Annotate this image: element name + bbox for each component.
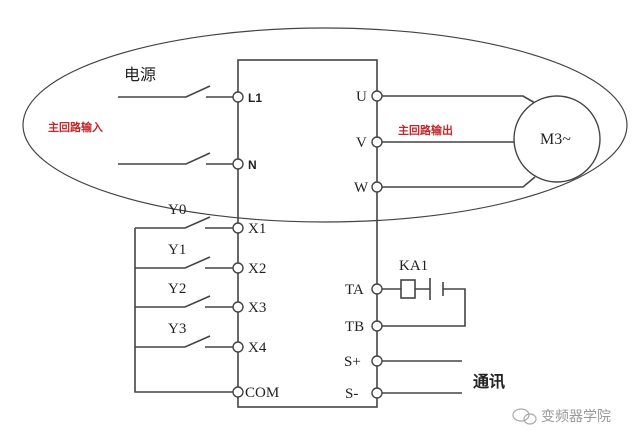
- switch-y2-label: Y2: [168, 281, 186, 297]
- supply-switch-n: [118, 152, 238, 165]
- com-bus-wire: [134, 228, 238, 393]
- right-terminals: [371, 90, 383, 399]
- input-switch-y3: [135, 335, 238, 348]
- terminal-l1-label: L1: [248, 91, 262, 105]
- terminal-s-plus-label: S+: [344, 354, 361, 370]
- motor-label: M3~: [540, 131, 571, 148]
- watermark-text: 变频器学院: [541, 409, 611, 425]
- power-source-label: 电源: [124, 65, 156, 84]
- terminal-n-label: N: [248, 158, 257, 172]
- main-output-label: 主回路输出: [398, 123, 453, 137]
- wechat-icon: [512, 408, 537, 425]
- terminal-x3-label: X3: [248, 300, 266, 316]
- main-circuit-ellipse: [22, 27, 628, 223]
- communication-label: 通讯: [473, 372, 505, 391]
- switch-y0-label: Y0: [168, 202, 186, 218]
- input-switch-y0: [135, 216, 238, 229]
- wire-u: [377, 95, 536, 104]
- switch-y3-label: Y3: [168, 321, 186, 337]
- terminal-x2-label: X2: [248, 261, 266, 277]
- terminal-x1-label: X1: [248, 221, 266, 237]
- terminal-v-label: V: [356, 135, 367, 151]
- wire-w: [377, 176, 536, 188]
- terminal-ta-label: TA: [345, 282, 364, 298]
- left-terminals: [232, 91, 244, 398]
- terminal-com-label: COM: [245, 385, 279, 401]
- main-input-label: 主回路输入: [48, 120, 103, 134]
- terminal-u-label: U: [356, 89, 367, 105]
- terminal-s-minus-label: S-: [345, 386, 358, 402]
- switch-y1-label: Y1: [168, 242, 186, 258]
- relay-label: KA1: [399, 258, 428, 274]
- supply-switch-l1: [118, 85, 238, 98]
- motor-circle: [513, 95, 601, 183]
- input-switch-y1: [135, 256, 238, 269]
- terminal-tb-label: TB: [345, 319, 364, 335]
- input-switch-y2: [135, 295, 238, 308]
- relay-ka1: [377, 278, 466, 327]
- terminal-x4-label: X4: [248, 340, 267, 356]
- terminal-w-label: W: [354, 180, 369, 196]
